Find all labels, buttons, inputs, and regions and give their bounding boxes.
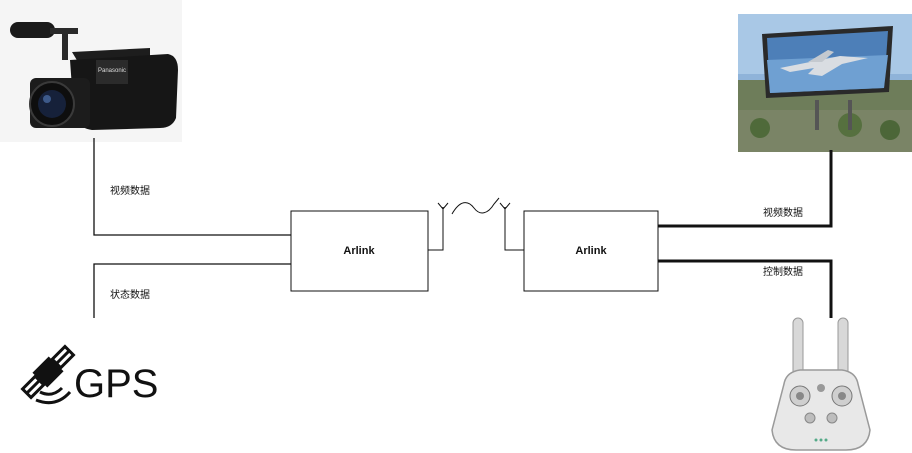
arlink-box-right <box>523 210 659 292</box>
arlink-box-left-label: Arlink <box>343 245 375 257</box>
screen-video-label: 视频数据 <box>763 206 803 219</box>
gps-status-label: 状态数据 <box>110 288 150 301</box>
remote-controller-icon <box>771 317 871 451</box>
wireless-link-wave <box>451 197 500 215</box>
camera-video-label: 视频数据 <box>110 184 150 197</box>
satellite-icon <box>20 344 76 405</box>
remote-control-line <box>658 259 833 318</box>
gps-status-line <box>93 263 291 318</box>
arlink-box-right-label: Arlink <box>575 245 607 257</box>
camera-video-line <box>93 138 291 236</box>
gps-logo-text: GPS <box>74 362 158 406</box>
remote-control-label: 控制数据 <box>763 265 803 278</box>
left-antenna-icon <box>428 202 449 251</box>
video-camera-icon: Panasonic <box>0 0 182 142</box>
right-antenna-icon <box>499 202 524 251</box>
billboard-screen-icon <box>738 14 912 152</box>
arlink-box-left <box>290 210 429 292</box>
screen-video-line <box>658 150 833 228</box>
camera-brand-text: Panasonic <box>98 68 126 74</box>
